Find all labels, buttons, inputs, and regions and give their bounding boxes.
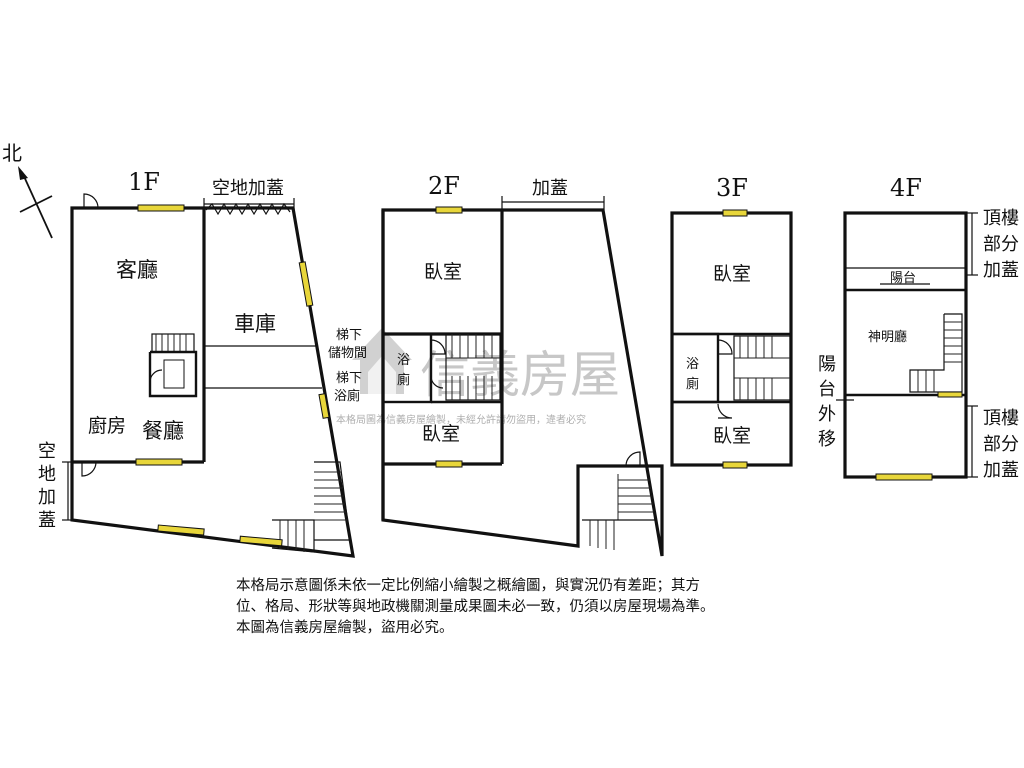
floor-3f: 3F 臥室 臥室 浴 廁 (670, 174, 793, 469)
room-dining: 餐廳 (142, 419, 184, 443)
4f-balcony-moved-3: 外 (818, 404, 836, 425)
4f-annotation-top-2: 部分 (983, 234, 1019, 255)
watermark-notice: 本格局圖為信義房屋繪製，未經允許請勿盜用，違者必究 (336, 413, 586, 426)
1f-front-door-icon (83, 193, 99, 209)
north-arrow-icon (18, 166, 53, 239)
compass: 北 (2, 141, 53, 239)
4f-annotation-top-1: 頂樓 (983, 208, 1019, 229)
3f-window-bottom (722, 461, 748, 469)
2f-bath-line1: 浴 (397, 353, 410, 368)
floor-1f-title: 1F (128, 168, 160, 196)
1f-window-bottom-right (239, 535, 283, 547)
3f-window-top (722, 209, 748, 217)
stair-bath-line1: 梯下 (336, 371, 362, 386)
floor-1f: 1F 空地加蓋 (38, 168, 367, 558)
4f-window-bottom (875, 473, 933, 481)
1f-bottom-stair (271, 461, 351, 553)
floor-2f: 2F 加蓋 (381, 172, 664, 557)
disclaimer-line-3: 本圖為信義房屋繪製，盜用必究。 (236, 620, 454, 636)
2f-window-top (435, 206, 463, 214)
stair-storage-line1: 梯下 (336, 328, 362, 343)
4f-balcony-moved-2: 台 (818, 379, 836, 400)
dimension-bracket-1f-side (62, 461, 74, 521)
stair-storage-line2: 儲物間 (328, 346, 367, 361)
2f-bottom-stair (582, 451, 656, 550)
1f-side-annotation-4: 蓋 (38, 510, 56, 531)
1f-side-annotation-1: 空 (38, 441, 56, 462)
1f-window-right-lower (318, 393, 330, 419)
2f-bath-door-icon (430, 339, 446, 355)
4f-annotation-bottom-3: 加蓋 (983, 460, 1019, 481)
floor-2f-top-annotation: 加蓋 (532, 178, 568, 199)
2f-outline (381, 208, 664, 557)
4f-stair (909, 313, 963, 398)
4f-annotation-bottom-2: 部分 (983, 434, 1019, 455)
1f-side-annotation-3: 加 (38, 487, 56, 508)
4f-annotation-top-3: 加蓋 (983, 260, 1019, 281)
floor-4f-title: 4F (890, 174, 922, 202)
room-kitchen: 廚房 (88, 414, 126, 437)
1f-window-right-upper (298, 261, 314, 307)
north-label: 北 (2, 141, 22, 165)
watermark: 信義房屋 本格局圖為信義房屋繪製，未經允許請勿盜用，違者必究 (336, 328, 620, 426)
3f-bath-door-icon (717, 339, 733, 355)
1f-window-dining (135, 458, 183, 466)
floor-2f-title: 2F (428, 172, 460, 200)
3f-room-bedroom-top: 臥室 (713, 263, 751, 285)
dimension-bracket-4f-bottom (966, 405, 978, 478)
1f-inner-stair (148, 333, 198, 398)
1f-side-annotation-2: 地 (38, 464, 56, 485)
4f-room-shrine: 神明廳 (868, 329, 907, 345)
2f-window-bottom (435, 460, 463, 468)
4f-outline (843, 211, 968, 479)
3f-bath-line2: 廁 (686, 376, 699, 392)
2f-stair (445, 333, 501, 401)
4f-balcony-moved-1: 陽 (818, 354, 836, 375)
floor-1f-top-annotation: 空地加蓋 (212, 178, 284, 199)
disclaimer-line-1: 本格局示意圖係未依一定比例縮小繪製之概繪圖，與實況仍有差距；其方 (236, 578, 700, 594)
dimension-bracket-4f-top (966, 212, 978, 276)
4f-balcony-moved-4: 移 (818, 429, 836, 450)
4f-annotation-bottom-1: 頂樓 (983, 408, 1019, 429)
1f-window-bottom-left (157, 524, 205, 536)
1f-window-top (137, 204, 185, 212)
2f-bath-line2: 廁 (397, 372, 410, 388)
disclaimer: 本格局示意圖係未依一定比例縮小繪製之概繪圖，與實況仍有差距；其方 位、格局、形狀… (236, 576, 836, 639)
3f-room-bedroom-bottom: 臥室 (713, 425, 751, 447)
3f-bath-line1: 浴 (686, 357, 699, 372)
room-garage: 車庫 (234, 312, 276, 336)
3f-stair (733, 335, 791, 401)
2f-room-bedroom-top: 臥室 (424, 261, 462, 283)
floor-4f: 4F 陽台 (818, 174, 1019, 481)
1f-cover-zigzag (205, 202, 291, 216)
watermark-brand: 信義房屋 (420, 346, 620, 404)
disclaimer-line-2: 位、格局、形狀等與地政機關測量成果圖未必一致，仍須以房屋現場為準。 (236, 599, 715, 615)
room-living: 客廳 (116, 258, 158, 282)
1f-outline (70, 206, 355, 558)
floor-3f-title: 3F (716, 174, 748, 202)
1f-kitchen-door-icon (81, 461, 97, 477)
stair-bath-line2: 浴廁 (334, 388, 360, 404)
2f-rear-door-icon (625, 451, 641, 467)
4f-room-balcony: 陽台 (890, 271, 916, 286)
dimension-bracket-2f-top (501, 196, 605, 210)
2f-room-bedroom-bottom: 臥室 (422, 423, 460, 445)
